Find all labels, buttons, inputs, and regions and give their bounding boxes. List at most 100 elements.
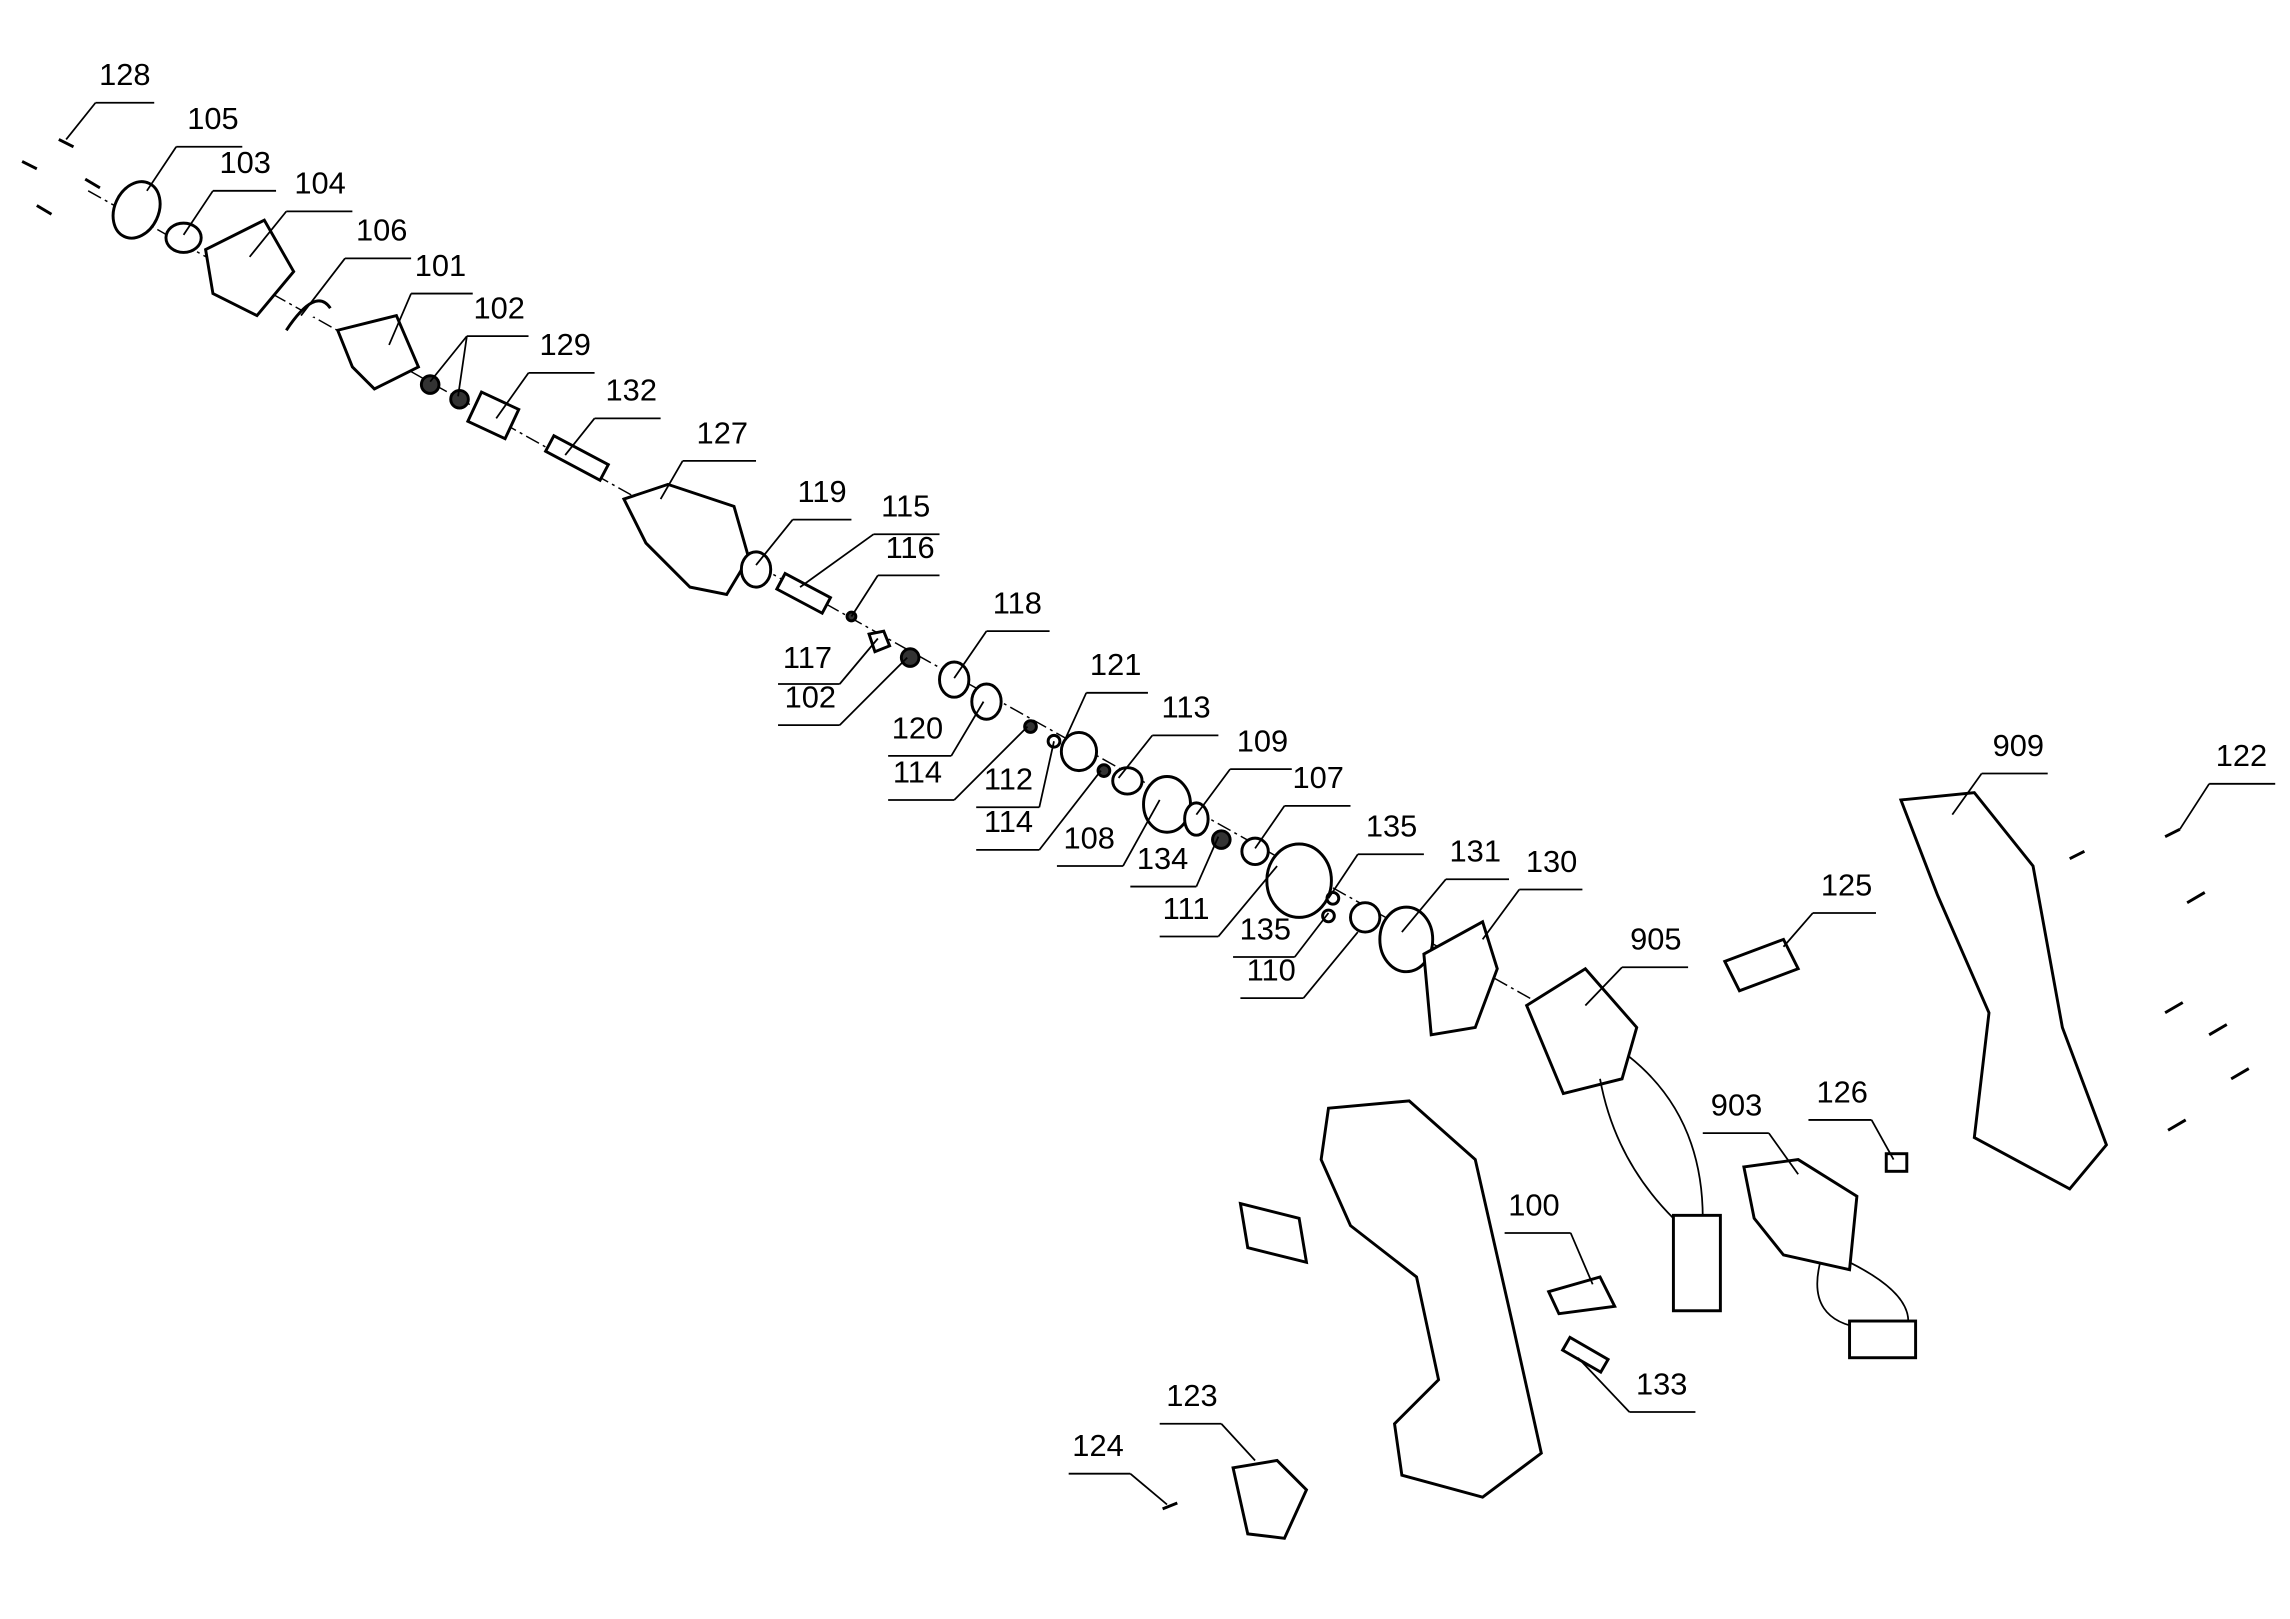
part-131-plate [1378, 905, 1435, 974]
part-909-housing-half-right [1898, 791, 2109, 1191]
leader-line [850, 574, 879, 617]
part-number-label: 120 [892, 710, 943, 745]
leader-line [388, 293, 412, 346]
leader-line [953, 630, 988, 679]
leader-line [839, 656, 908, 726]
callout: 117 [778, 637, 879, 685]
leader-line [182, 190, 214, 236]
callout: 128 [65, 57, 155, 140]
leader-line [1584, 966, 1623, 1007]
part-number-label: 132 [606, 373, 657, 408]
leader-line [1220, 1423, 1256, 1462]
leader-line [1117, 734, 1154, 779]
leader-line [1302, 931, 1359, 999]
leader-line [1294, 912, 1330, 958]
part-129-bushing [465, 390, 521, 441]
label-plate [1238, 1201, 1309, 1265]
callout: 101 [388, 248, 473, 346]
part-101-chuck [335, 313, 421, 391]
motor-connector [1671, 1213, 1722, 1313]
leader-line [1569, 1232, 1594, 1285]
part-number-label: 127 [697, 415, 748, 450]
callout: 909 [1951, 728, 2048, 816]
part-number-label: 116 [886, 530, 935, 565]
callout: 100 [1504, 1187, 1594, 1285]
part-133-bit [1560, 1335, 1611, 1375]
leader-line [1195, 836, 1220, 887]
part-103-clip [164, 221, 203, 254]
part-100-contacts [1546, 1275, 1617, 1316]
part-108-ring-gear [1142, 775, 1192, 834]
callout: 106 [300, 213, 412, 317]
part-number-label: 123 [1166, 1378, 1217, 1413]
callout: 133 [1577, 1357, 1696, 1413]
part-121-disc [1059, 730, 1099, 773]
part-109-oring [1183, 801, 1210, 837]
part-102-washer [419, 374, 441, 395]
part-number-label: 117 [783, 640, 832, 675]
part-number-label: 119 [798, 474, 847, 509]
part-909-housing-half-left [1319, 1099, 1543, 1499]
callout: 127 [659, 415, 757, 500]
part-119-oring [739, 550, 773, 589]
part-number-label: 110 [1247, 953, 1296, 988]
callout: 131 [1401, 834, 1510, 933]
part-114-washer [1023, 719, 1038, 734]
part-number-label: 131 [1450, 834, 1501, 869]
leader-line [1327, 853, 1359, 899]
leader-line [146, 146, 177, 192]
switch-wires [1816, 1261, 1910, 1330]
leader-line [1768, 1132, 1799, 1175]
callout: 119 [755, 474, 852, 566]
leader-line [1063, 692, 1088, 742]
leader-line [2179, 783, 2210, 830]
part-number-label: 135 [1366, 809, 1417, 844]
part-number-label: 133 [1636, 1366, 1687, 1401]
leader-line [248, 210, 288, 258]
part-number-label: 100 [1508, 1187, 1559, 1222]
part-number-label: 102 [785, 679, 836, 714]
part-number-label: 101 [415, 248, 466, 283]
leader-line [1129, 1473, 1168, 1506]
leader-line [953, 725, 1029, 801]
part-125-switch-button [1722, 937, 1801, 993]
leader-line [1782, 912, 1814, 948]
leader-line [1195, 768, 1231, 816]
part-107-carrier [1240, 836, 1270, 867]
callout: 123 [1159, 1378, 1256, 1462]
callout: 126 [1808, 1074, 1895, 1161]
part-number-label: 130 [1526, 844, 1577, 879]
parts-group [21, 138, 2250, 1540]
leader-line [839, 637, 879, 685]
leader-line [300, 257, 346, 317]
part-134-washer [1211, 829, 1232, 850]
callout: 109 [1195, 724, 1292, 816]
callout: 135 [1327, 809, 1424, 899]
part-number-label: 111 [1163, 891, 1210, 926]
callout: 135 [1233, 911, 1330, 958]
part-number-label: 114 [984, 804, 1033, 839]
part-903-switch [1742, 1158, 1859, 1272]
leader-line [799, 533, 874, 588]
callout: 116 [850, 530, 940, 617]
leader-line [1038, 741, 1055, 808]
leader-line [429, 335, 468, 383]
part-135-pin [1321, 908, 1336, 924]
callout: 102 [778, 656, 908, 726]
part-124-screw [1162, 1501, 1178, 1511]
part-127-gear-housing [621, 482, 751, 597]
leader-line [1254, 805, 1286, 849]
part-number-label: 124 [1072, 1428, 1123, 1463]
part-number-label: 125 [1821, 867, 1872, 902]
callout: 108 [1056, 799, 1161, 867]
leader-line [1870, 1119, 1895, 1161]
part-number-label: 134 [1137, 841, 1188, 876]
part-number-label: 905 [1630, 922, 1681, 957]
part-113-gear [1111, 766, 1144, 796]
leader-line [1481, 888, 1521, 940]
leader-line [1401, 878, 1447, 933]
part-number-label: 103 [220, 145, 271, 180]
part-106-spring [285, 299, 332, 332]
